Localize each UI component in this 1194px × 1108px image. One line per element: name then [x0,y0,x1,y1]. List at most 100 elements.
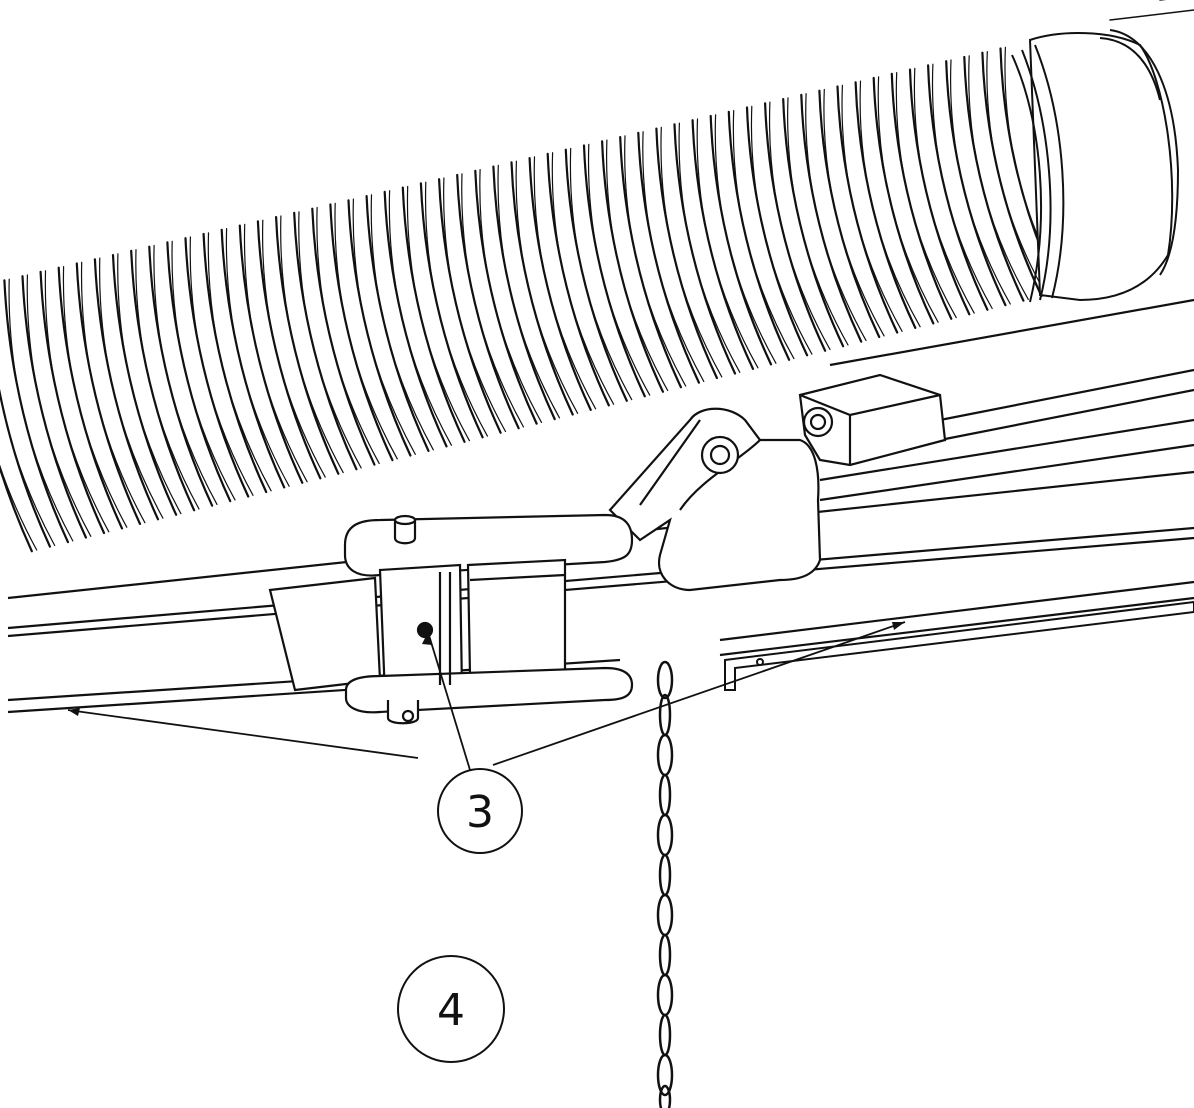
hose-corrugation-ring [80,261,146,524]
hose-corrugation-ring [479,169,543,423]
hose-corrugation-ring [587,143,651,396]
hose-corrugation-ring [474,169,538,425]
hose-corrugation-ring [660,126,723,378]
hose-corrugation-ring [298,211,362,469]
hose-corrugation-ring [823,88,885,337]
hose-corrugation-ring [859,80,921,328]
leader-lines [67,621,906,771]
hose-corrugation-ring [383,190,448,448]
hose-corrugation-ring [202,232,268,494]
callout-3-label: 3 [466,787,494,838]
callout-3: 3 [437,768,523,854]
hose-corrugation-ring [293,211,358,471]
hose-corrugation-ring [280,215,344,474]
hose-corrugation-ring [388,190,452,446]
hose-corrugation-ring [515,160,579,414]
hose-corrugation-ring [768,101,831,351]
callout-4-balloon-drawn: 4 [397,955,505,1063]
hose-corrugation-ring [492,165,556,421]
hose-corrugation-ring [818,89,881,339]
clamp-block [798,373,947,467]
hose-corrugation-ring [0,464,38,551]
hose-corrugation-ring [238,224,304,484]
hose-corrugation-ring [782,98,845,348]
hose-corrugation-ring [171,240,236,501]
hose-corrugation-ring [745,106,809,357]
hose-corrugation-ring [895,72,957,319]
hose-corrugation-ring [311,207,376,466]
hose-corrugation-ring [841,84,903,332]
hose-corrugation-ring [950,59,1011,305]
hose-corrugation-ring [497,164,561,419]
hose-corrugation-ring [655,127,718,380]
hose-corrugation-ring [456,173,520,430]
hose-corrugation-ring [732,110,795,360]
hose-corrugation-ring [800,93,863,343]
hose-corrugation-ring [275,216,340,475]
hose-corrugation-ring [854,81,917,329]
hose-corrugation-ring [913,67,975,314]
hose-corrugation-ring [401,186,466,443]
hose-corrugation-ring [347,199,412,457]
hose-corrugation-ring [443,177,507,433]
hose-corrugation-ring [44,270,110,533]
lower-channel [724,600,1194,691]
hose-corrugation-ring [316,206,380,464]
hose-corrugation-ring [26,274,92,537]
hose-corrugation-ring [673,123,737,375]
hose-corrugation-ring [750,105,813,355]
hose-corrugation-ring [461,173,525,428]
hose-corrugation-ring [637,131,700,384]
hose-corrugation-ring [691,119,755,370]
hose-corrugation-ring [582,144,646,398]
hose-corrugation-ring [406,185,470,442]
hose-corrugation-ring [908,68,971,316]
hose-corrugation-ring [220,228,286,489]
hose-corrugation-ring [243,223,308,483]
hose-corrugation-ring [546,152,610,407]
hose-corrugation-ring [619,136,682,389]
hose-corrugation-ring [225,228,290,487]
hose-corrugation-ring [764,102,827,352]
leader-arrowheads [68,622,905,716]
hose-corrugation-ring [945,60,1007,307]
hose-corrugation-ring [805,93,867,341]
callout-4-label: 4 [437,985,465,1036]
hose-corrugation-ring [890,72,953,320]
hose-end-cuff [1011,29,1180,303]
hose-corrugation-ring [963,55,1025,302]
hose-corrugation-ring [533,156,597,410]
hose-corrugation-ring [986,51,1047,296]
hose-corrugation-ring [551,152,615,405]
hose-corrugation-ring [0,464,33,553]
hose-corrugation-ring [709,114,773,366]
hose-corrugation-ring [334,202,398,460]
hose-corrugation-ring [968,55,1029,300]
hinge-body [268,558,634,725]
hose-corrugation-ring [135,249,200,510]
hose-corrugation-ring [8,278,74,542]
hose-corrugation-ring [62,266,128,528]
hose-corrugation-ring [0,390,56,547]
hose-corrugation-ring [189,236,254,496]
hose-corrugation-ring [601,140,664,393]
hose-corrugation-ring [329,203,394,462]
hose-corrugation-ring [877,76,939,323]
hose-corrugation-ring [510,161,574,416]
hose-corrugation-ring [714,114,777,364]
chain [656,660,674,1108]
hose-corrugation-ring [117,253,182,515]
hose-corrugation-ring [727,110,791,361]
hose-corrugation-ring [678,122,741,373]
hose-corrugation-ring [207,232,272,492]
hose-corrugation-ring [931,63,993,310]
hose-corrugation-ring [438,178,502,434]
hose-corrugation-ring [370,194,434,451]
hose-corrugation-ring [787,97,849,346]
hose-corrugation-ring [528,157,592,411]
corrugated-hose [0,0,1194,553]
hose-corrugation-ring [927,64,989,311]
hose-corrugation-ring [836,85,899,334]
hose-corrugation-ring [624,135,687,387]
